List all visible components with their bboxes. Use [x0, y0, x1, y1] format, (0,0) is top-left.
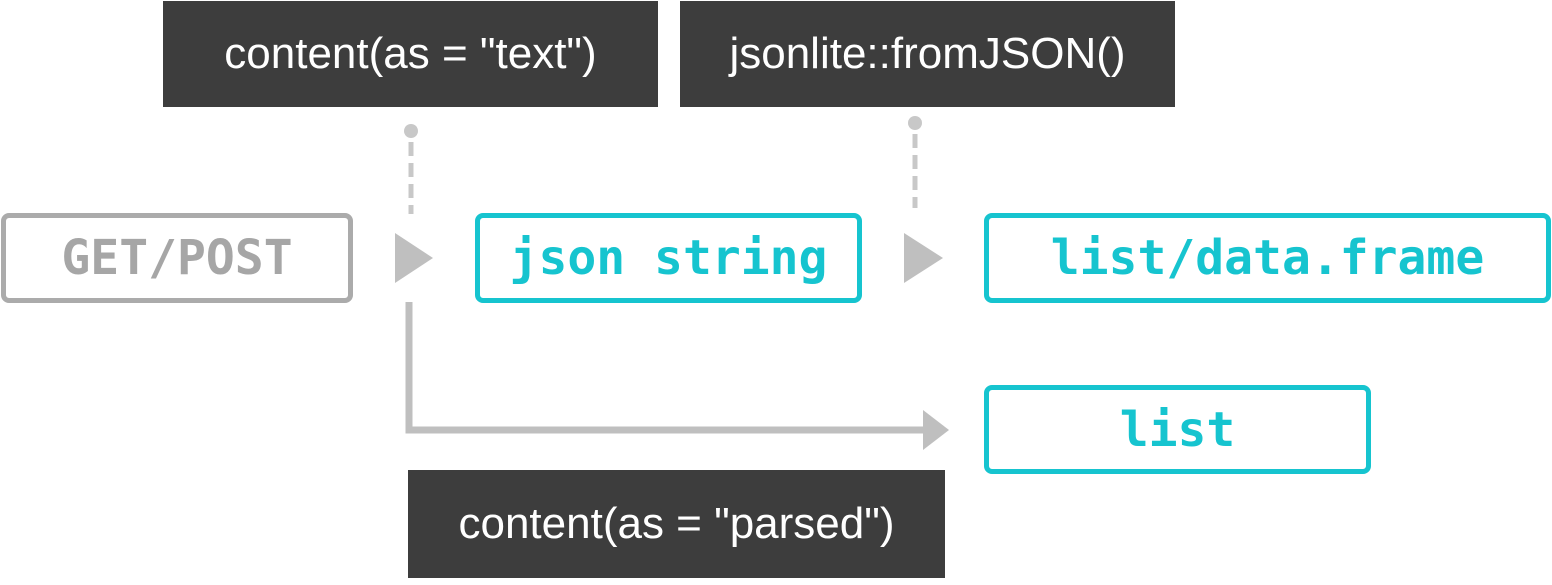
- content-parsed-label: content(as = "parsed"): [408, 470, 945, 578]
- elbow-connector-to-list: [405, 302, 926, 434]
- get-post-node: GET/POST: [1, 213, 353, 303]
- json-string-node: json string: [475, 213, 862, 303]
- arrow-to-json-string: [395, 233, 433, 283]
- guide-dot-from-json: [908, 116, 922, 130]
- content-text-label: content(as = "text"): [163, 1, 658, 107]
- list-node: list: [984, 385, 1371, 474]
- from-json-label: jsonlite::fromJSON(): [680, 1, 1175, 107]
- arrow-to-data-frame: [904, 233, 943, 283]
- arrow-to-list: [923, 410, 949, 450]
- guide-dot-content-text: [404, 124, 418, 138]
- list-data-frame-node: list/data.frame: [984, 213, 1551, 303]
